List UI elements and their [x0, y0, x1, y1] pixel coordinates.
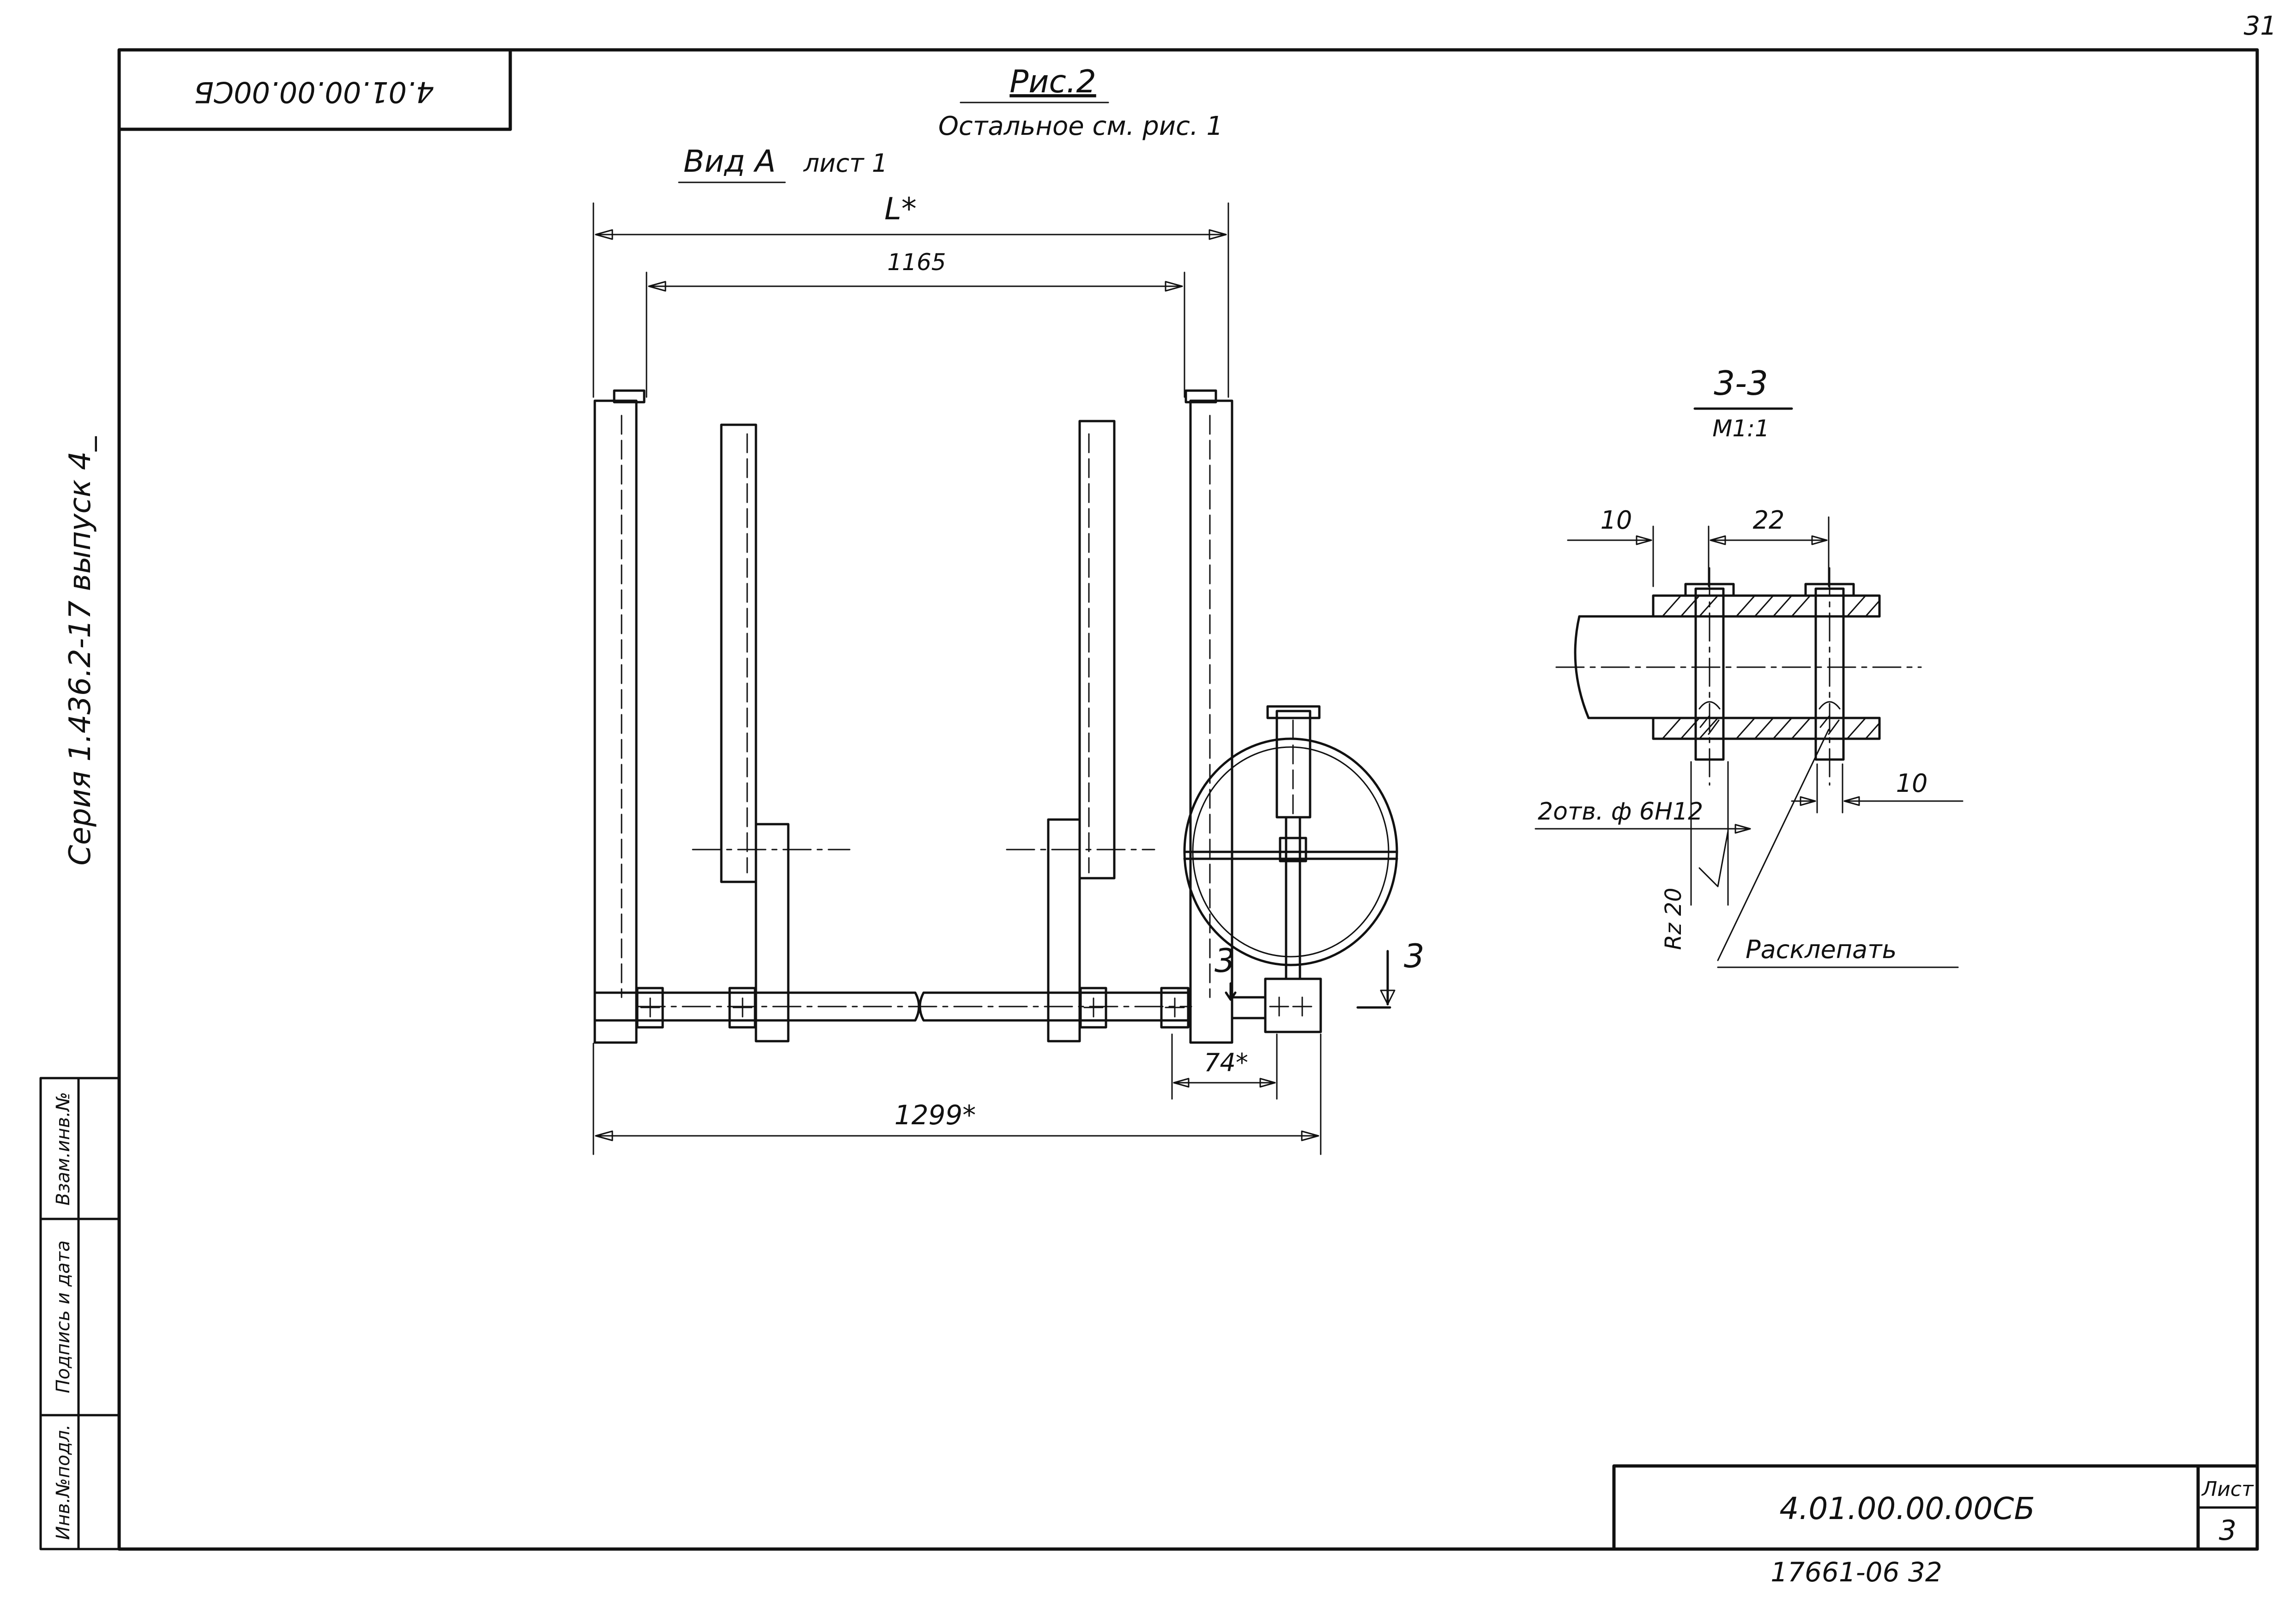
holes-label: 2отв. ф 6Н12 — [1538, 798, 1703, 826]
section-scale: M1:1 — [1712, 415, 1770, 442]
section-title: 3-3 — [1714, 364, 1768, 403]
sheet-label: Лист — [2201, 1477, 2254, 1501]
dim-74: 74* — [1204, 1048, 1248, 1077]
title-block: 4.01.00.00.00СБ Лист 3 — [1612, 1464, 2259, 1551]
shaft-bushings — [636, 987, 1190, 1029]
section-3-3: 3-3 M1:1 10 22 — [1535, 364, 1964, 968]
dim-1299: 1299* — [894, 1099, 976, 1131]
rotated-code-box: 4.01.00.00.00СБ — [117, 48, 512, 131]
dim-L: L* — [884, 191, 917, 227]
section-mark-right: 3 — [1404, 937, 1425, 975]
handwheel — [1183, 705, 1398, 1033]
stamp-vzam-inv: Взам.инв.№ — [53, 1092, 74, 1206]
dim-22: 22 — [1753, 506, 1785, 535]
left-stamp: Инв.№подл. Подпись и дата Взам.инв.№ — [39, 1077, 121, 1550]
dim-1165: 1165 — [887, 249, 946, 276]
stamp-inv-podl: Инв.№подл. — [53, 1424, 74, 1540]
sheet-number: 3 — [2219, 1514, 2236, 1547]
view-label: Вид А — [683, 144, 776, 179]
title-block-code: 4.01.00.00.00СБ — [1779, 1491, 2035, 1526]
dim-10-right: 10 — [1896, 769, 1928, 798]
bottom-note: 17661-06 32 — [1770, 1556, 1942, 1588]
section-mark-left: 3 — [1214, 942, 1235, 980]
dim-10-left: 10 — [1601, 506, 1632, 535]
figure-subtitle: Остальное см. рис. 1 — [938, 111, 1223, 141]
drawing-frame — [117, 48, 2259, 1551]
figure-title: Рис.2 — [1009, 64, 1096, 100]
stamp-signature-date: Подпись и дата — [53, 1240, 74, 1393]
roughness-label: Rz 20 — [1661, 888, 1686, 950]
rivet-label: Расклепать — [1746, 935, 1897, 964]
series-text: Серия 1.436.2-17 выпуск 4_ — [63, 436, 97, 865]
rotated-code: 4.01.00.00.00СБ — [194, 75, 434, 109]
main-view: L* 1165 — [592, 191, 1425, 1155]
page-number: 31 — [2244, 11, 2277, 41]
view-sheet: лист 1 — [803, 149, 888, 178]
